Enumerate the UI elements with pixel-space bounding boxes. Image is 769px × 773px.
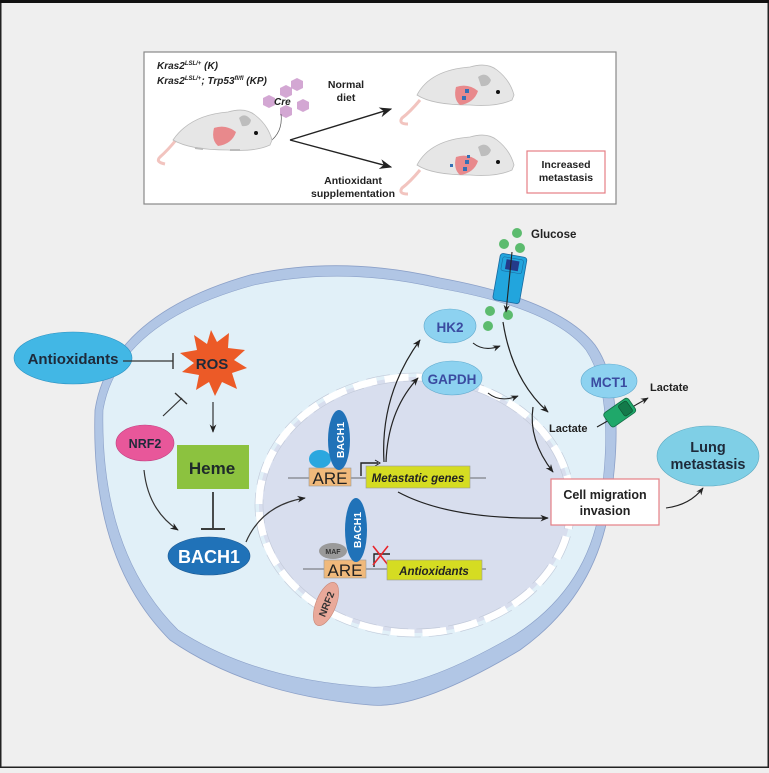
mouse-icon-left (156, 109, 273, 166)
mouse-model-panel: Kras2LSL/+ (K) Kras2LSL/+; Trp53fl/fl (K… (143, 51, 617, 205)
ros-label: ROS (196, 356, 229, 373)
arrow-genes-hk2 (383, 339, 421, 463)
mouse-icon-antioxidant (399, 134, 515, 196)
glucose-label: Glucose (531, 229, 576, 241)
arrow-genes-migration (397, 491, 549, 522)
inhibit-bar-nrf2-ros (174, 392, 188, 405)
arrow-glucose-import (503, 251, 513, 313)
gapdh-node[interactable]: GAPDH (421, 360, 483, 396)
bach1-bound-label-1: BACH1 (335, 422, 347, 458)
metastatic-genes-label: Metastatic genes (372, 473, 465, 485)
arrow-migration-lung (665, 487, 704, 509)
antioxidants-label: Antioxidants (28, 351, 119, 368)
arrow-glucose-lactate (502, 321, 549, 413)
mct1-transporter-icon[interactable] (603, 397, 637, 428)
nrf2-node[interactable]: NRF2 (115, 424, 175, 462)
cre-virus-icon (263, 78, 309, 118)
arrow-antioxidant (289, 139, 393, 169)
antioxidants-node[interactable]: Antioxidants (13, 331, 133, 385)
hk2-label: HK2 (436, 320, 463, 335)
arrow-normal-diet (289, 107, 393, 141)
bach1-bound-label-2: BACH1 (352, 512, 364, 548)
mouse-icon-normal-diet (399, 64, 515, 126)
mct1-node[interactable]: MCT1 (580, 363, 638, 399)
blocked-x-icon (372, 545, 389, 566)
nrf2-label: NRF2 (129, 437, 162, 451)
antioxidants-gene-label: Antioxidants (398, 566, 469, 578)
lactate-outer-label: Lactate (650, 382, 689, 394)
inhibit-nrf2-ros (162, 397, 183, 417)
bach1-bound-2: BACH1 (345, 498, 367, 562)
maf-label: MAF (325, 549, 341, 556)
arrow-nrf2-bach1 (143, 469, 179, 531)
arrow-hk2 (472, 342, 501, 352)
bach1-bound-1: BACH1 (328, 410, 350, 470)
are-label-2: ARE (328, 561, 363, 580)
gapdh-label: GAPDH (428, 372, 477, 387)
heme-label: Heme (189, 459, 235, 478)
heme-node[interactable]: Heme (177, 445, 249, 489)
arrow-bach1-nucleus (245, 495, 306, 543)
top-border (0, 0, 769, 3)
lactate-inner-label: Lactate (549, 423, 588, 435)
hk2-node[interactable]: HK2 (423, 308, 477, 344)
antioxidants-gene-box[interactable]: Antioxidants (386, 559, 483, 581)
increased-metastasis-box (526, 150, 606, 194)
ros-node[interactable]: ROS (180, 330, 247, 396)
cofactor-icon (309, 450, 331, 468)
promoter-arrow-1 (360, 462, 378, 476)
ros-starburst-icon (180, 330, 247, 396)
arrow-genes-gapdh (385, 377, 419, 463)
are-label-1: ARE (313, 469, 348, 488)
cre-label: Cre (274, 97, 291, 108)
are-element-1: ARE (308, 467, 352, 488)
bach1-node[interactable]: BACH1 (167, 536, 251, 576)
genotype-kp: Kras2LSL/+; Trp53fl/fl (KP) (157, 76, 268, 87)
metastatic-genes-box[interactable]: Metastatic genes (365, 465, 471, 489)
arrow-gapdh (487, 392, 519, 402)
are-element-2: ARE (323, 559, 367, 580)
promoter-arrow-head-1 (374, 459, 381, 467)
arrow-lactate-migration (531, 406, 554, 473)
nrf2-displaced: NRF2 (313, 582, 339, 626)
injection-line (271, 113, 282, 141)
maf-node: MAF (319, 543, 347, 559)
mct1-label: MCT1 (591, 375, 628, 390)
genotype-k: Kras2LSL/+ (K) (157, 61, 219, 72)
bach1-label: BACH1 (178, 547, 240, 567)
